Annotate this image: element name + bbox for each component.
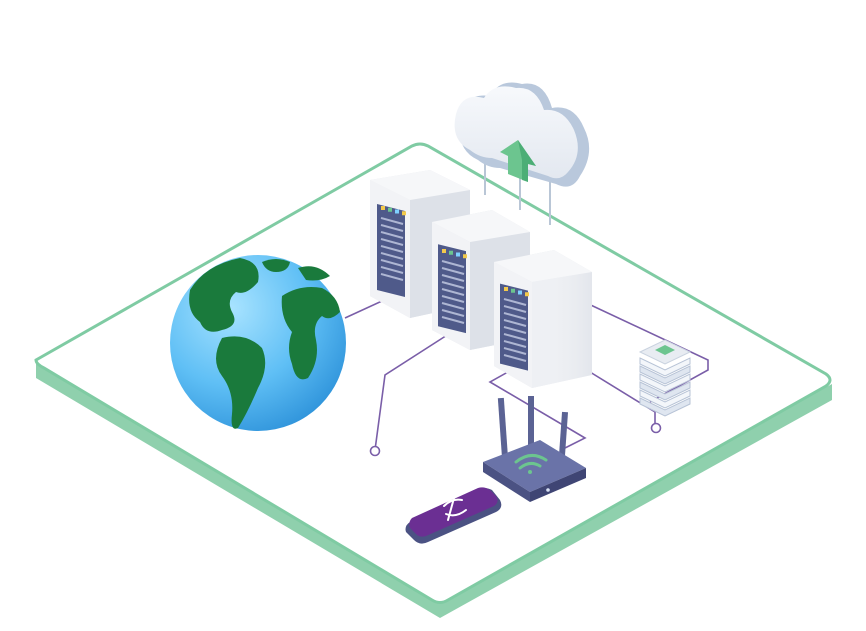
line-database-endpoint-right <box>589 371 656 425</box>
server-led <box>504 287 508 291</box>
server-vent <box>503 326 527 334</box>
server-led <box>395 209 399 214</box>
server-vent <box>441 316 465 324</box>
upload-arrow-icon <box>500 140 536 182</box>
server-vent <box>503 305 527 313</box>
endpoint-right <box>650 422 662 434</box>
server-led <box>456 252 460 257</box>
server-vent <box>503 347 527 355</box>
server-led <box>463 254 467 259</box>
server-vent <box>503 319 527 327</box>
globe-icon <box>170 255 346 431</box>
smartphone-icon <box>405 487 502 544</box>
database-layer <box>639 381 691 401</box>
server-vent <box>441 267 465 275</box>
server-vent <box>441 309 465 317</box>
database-layer <box>639 389 691 409</box>
server-vent <box>503 312 527 320</box>
line-server-endpoint-left <box>374 329 456 451</box>
server-vent <box>380 252 404 260</box>
server-vent <box>380 266 404 274</box>
server-vent <box>380 231 404 239</box>
line-server-router <box>488 367 587 449</box>
server-led <box>402 211 406 216</box>
database-layer <box>639 373 691 393</box>
server-vent <box>380 238 404 246</box>
cloud-upload-icon <box>454 82 590 225</box>
server-rack-icon <box>494 250 592 388</box>
server-vent <box>380 273 404 281</box>
server-vent <box>380 224 404 232</box>
server-vent <box>441 274 465 282</box>
connection-lines <box>344 294 709 457</box>
endpoint-left <box>369 445 381 457</box>
database-layer <box>639 365 691 385</box>
server-vent <box>441 260 465 268</box>
database-stack-icon <box>638 339 692 417</box>
server-vent <box>441 288 465 296</box>
wifi-router-icon <box>483 396 586 502</box>
server-vent <box>503 340 527 348</box>
server-vent <box>441 295 465 303</box>
database-layer <box>639 397 691 417</box>
server-vent <box>380 217 404 225</box>
server-vent <box>503 298 527 306</box>
server-vent <box>380 259 404 267</box>
router-led <box>546 488 550 492</box>
server-led <box>518 290 522 295</box>
server-vent <box>380 245 404 253</box>
server-vent <box>503 354 527 362</box>
server-led <box>511 288 515 293</box>
server-led <box>388 207 392 212</box>
server-led <box>525 292 529 297</box>
server-led <box>381 206 385 210</box>
server-vent <box>441 302 465 310</box>
server-vent <box>441 281 465 289</box>
server-vent <box>503 333 527 341</box>
server-led <box>449 250 453 255</box>
logo-mark-icon <box>443 497 467 521</box>
line-server-database <box>579 299 709 403</box>
server-led <box>442 249 446 253</box>
server-details <box>380 206 529 362</box>
database-layer <box>639 357 691 377</box>
wifi-signal-icon <box>514 454 548 474</box>
